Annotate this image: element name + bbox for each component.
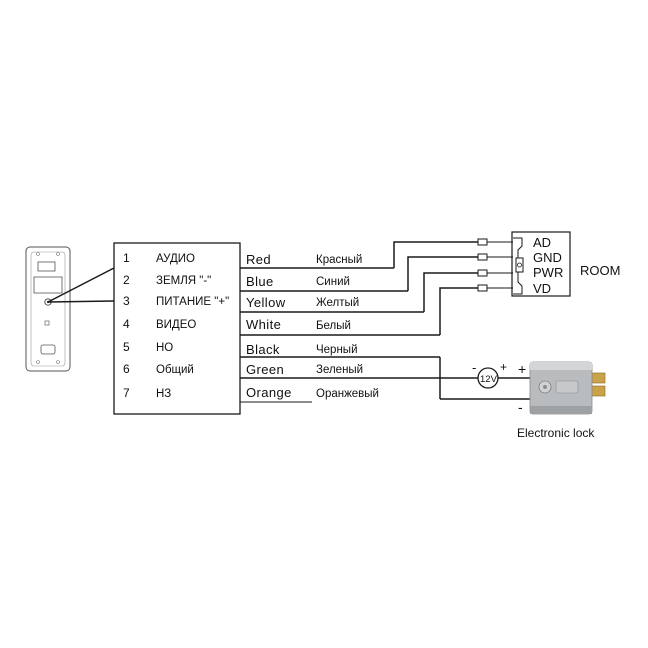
pin-number: 5: [123, 340, 130, 354]
electronic-lock: + -: [518, 361, 606, 415]
pin-label: НО: [156, 342, 173, 354]
pin-row-6: 6 Общий Green Зеленый: [123, 362, 474, 379]
pin-row-1: 1 АУДИО Red Красный: [123, 251, 394, 269]
wire-to-pwr: [423, 272, 480, 312]
wire-color-en: Blue: [246, 274, 274, 289]
room-wiring: [393, 241, 480, 335]
wire-color-en: Green: [246, 362, 284, 377]
wire-to-vd: [439, 287, 480, 335]
pin-label: Общий: [156, 364, 194, 376]
pin-number: 7: [123, 386, 130, 400]
pin-label: ЗЕМЛЯ "-": [156, 275, 211, 287]
pin-number: 6: [123, 362, 130, 376]
pin-row-3: 3 ПИТАНИЕ "+" Yellow Желтый: [123, 294, 424, 313]
wire-color-en: White: [246, 317, 281, 332]
power-supply: 12V - +: [472, 360, 507, 389]
wire-color-en: Yellow: [246, 295, 286, 310]
pin-number: 4: [123, 317, 130, 331]
room-connector: AD GND PWR VD: [477, 231, 571, 297]
wire-color-ru: Желтый: [316, 297, 359, 309]
pin-number: 1: [123, 251, 130, 265]
electronic-lock-label: Electronic lock: [517, 426, 595, 440]
wire-color-en: Black: [246, 342, 280, 357]
lock-plus: +: [518, 361, 526, 377]
wire-to-gnd: [407, 256, 480, 291]
wire-color-ru: Синий: [316, 276, 350, 288]
room-title: ROOM: [580, 263, 620, 278]
pin-number: 3: [123, 294, 130, 308]
callout-wedge: [47, 267, 115, 303]
pin-label: ВИДЕО: [156, 319, 196, 331]
power-plus: +: [500, 360, 507, 374]
pin-label: АУДИО: [156, 253, 195, 265]
power-minus: -: [472, 360, 476, 375]
connector-ad: AD: [533, 235, 551, 250]
pin-label: НЗ: [156, 388, 171, 400]
wire-to-ad: [393, 241, 480, 268]
pin-number: 2: [123, 273, 130, 287]
wire-color-ru: Красный: [316, 254, 362, 266]
wire-color-en: Orange: [246, 385, 292, 400]
pin-row-5: 5 НО Black Черный: [123, 340, 440, 358]
door-station-panel: [25, 246, 71, 372]
wire-color-ru: Зеленый: [316, 364, 363, 376]
wire-color-en: Red: [246, 252, 271, 267]
lock-wiring: [439, 357, 530, 400]
pin-row-4: 4 ВИДЕО White Белый: [123, 317, 440, 336]
connector-pwr: PWR: [533, 265, 563, 280]
connector-gnd: GND: [533, 250, 562, 265]
pin-row-7: 7 НЗ Orange Оранжевый: [123, 385, 379, 403]
voltage-label: 12V: [480, 374, 498, 385]
terminal-box: [113, 242, 241, 415]
pin-label: ПИТАНИЕ "+": [156, 296, 229, 308]
pin-row-2: 2 ЗЕМЛЯ "-" Blue Синий: [123, 273, 408, 292]
connector-vd: VD: [533, 281, 551, 296]
lock-minus: -: [518, 399, 523, 415]
wire-color-ru: Черный: [316, 344, 358, 356]
wire-color-ru: Белый: [316, 320, 351, 332]
wire-color-ru: Оранжевый: [316, 388, 379, 400]
